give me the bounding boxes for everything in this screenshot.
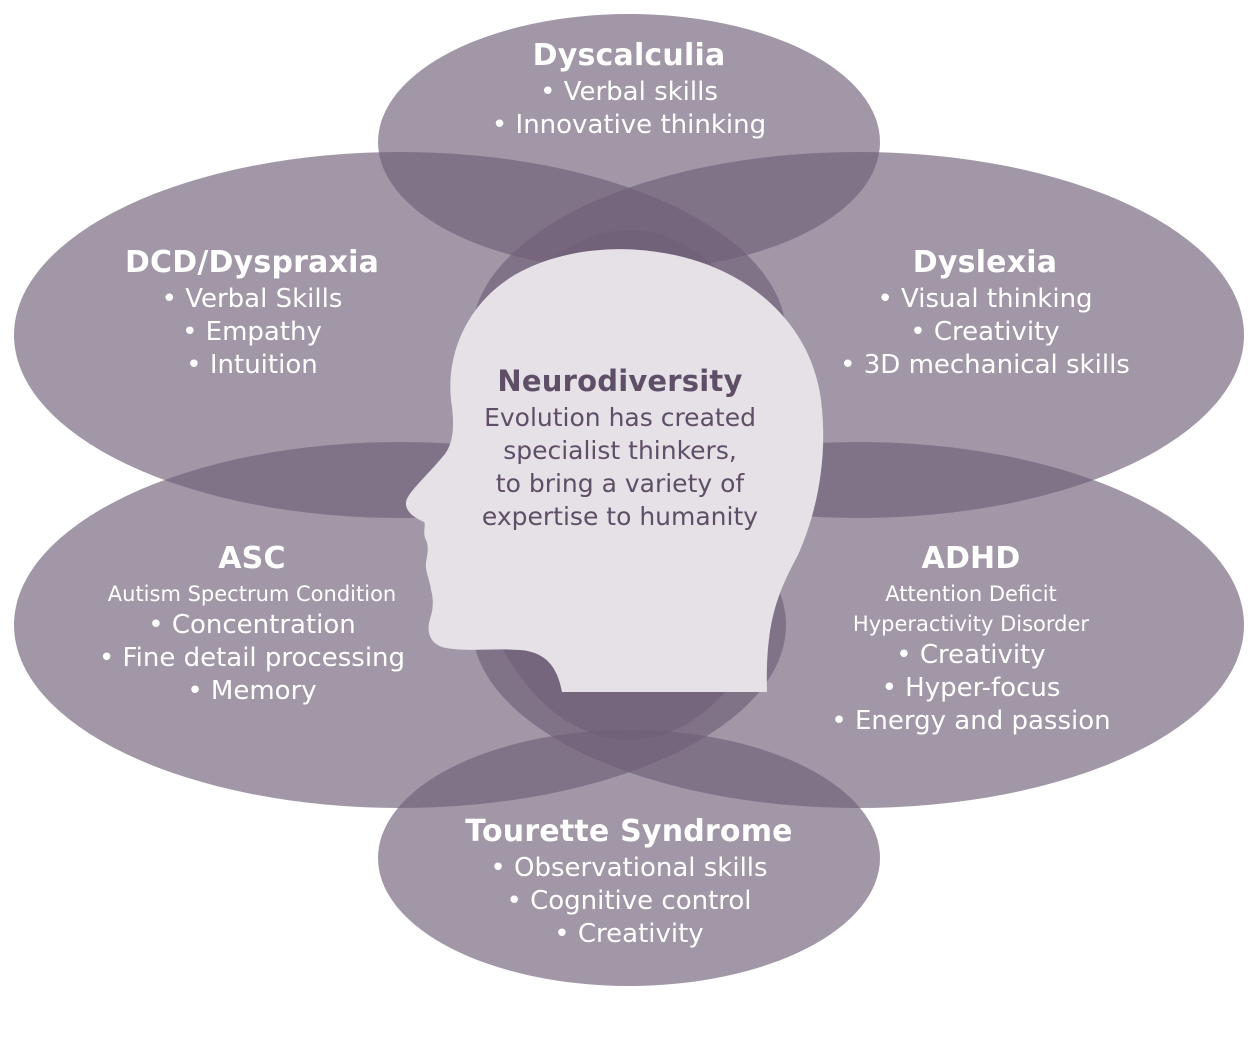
- strengths-list: • Concentration• Fine detail processing•…: [72, 609, 432, 708]
- subtitle-line: Hyperactivity Disorder: [852, 612, 1090, 636]
- center-title: Neurodiversity: [497, 364, 743, 398]
- strength-item: • Observational skills: [490, 853, 768, 883]
- condition-dyscalculia: Dyscalculia • Verbal skills• Innovative …: [379, 36, 879, 142]
- strength-item: • Intuition: [186, 350, 318, 380]
- head-silhouette-icon: [405, 249, 824, 693]
- center-text-line: Evolution has created: [484, 403, 756, 432]
- condition-tourette-syndrome: Tourette Syndrome • Observational skills…: [429, 812, 829, 951]
- condition-subtitle: Autism Spectrum Condition: [72, 579, 432, 609]
- center-neurodiversity: Neurodiversity Evolution has created spec…: [445, 361, 795, 533]
- strength-item: • Empathy: [182, 317, 322, 347]
- strength-item: • Creativity: [910, 317, 1060, 347]
- strength-item: • Concentration: [148, 610, 356, 640]
- strength-item: • Creativity: [554, 919, 704, 949]
- condition-title: Dyslexia: [912, 245, 1058, 280]
- strength-item: • Verbal skills: [540, 77, 718, 107]
- condition-dcd-dyspraxia: DCD/Dyspraxia • Verbal Skills• Empathy• …: [52, 243, 452, 382]
- center-description: Evolution has created specialist thinkers…: [445, 401, 795, 533]
- subtitle-line: Attention Deficit: [885, 582, 1057, 606]
- strength-item: • Visual thinking: [877, 284, 1093, 314]
- strengths-list: • Creativity• Hyper-focus• Energy and pa…: [791, 639, 1151, 738]
- condition-title: Tourette Syndrome: [465, 814, 793, 849]
- strength-item: • Innovative thinking: [491, 110, 767, 140]
- strengths-list: • Visual thinking• Creativity• 3D mechan…: [805, 283, 1165, 382]
- strength-item: • Cognitive control: [506, 886, 752, 916]
- strength-item: • Fine detail processing: [98, 643, 406, 673]
- center-text-line: to bring a variety of: [495, 469, 745, 498]
- strength-item: • Verbal Skills: [161, 284, 343, 314]
- subtitle-line: Autism Spectrum Condition: [107, 582, 397, 606]
- center-text-line: expertise to humanity: [481, 502, 759, 531]
- condition-dyslexia: Dyslexia • Visual thinking• Creativity• …: [805, 243, 1165, 382]
- center-text-line: specialist thinkers,: [503, 436, 737, 465]
- strengths-list: • Verbal Skills• Empathy• Intuition: [52, 283, 452, 382]
- strength-item: • 3D mechanical skills: [840, 350, 1130, 380]
- strength-item: • Hyper-focus: [881, 673, 1061, 703]
- strength-item: • Creativity: [896, 640, 1046, 670]
- condition-title: ADHD: [921, 541, 1021, 576]
- condition-title: ASC: [218, 541, 286, 576]
- strength-item: • Memory: [187, 676, 317, 706]
- ellipse-tourette: [378, 730, 880, 986]
- strengths-list: • Observational skills• Cognitive contro…: [429, 852, 829, 951]
- strengths-list: • Verbal skills• Innovative thinking: [379, 76, 879, 142]
- condition-title: Dyscalculia: [532, 38, 726, 73]
- strength-item: • Energy and passion: [831, 706, 1111, 736]
- condition-title: DCD/Dyspraxia: [124, 245, 380, 280]
- condition-asc: ASC Autism Spectrum Condition • Concentr…: [72, 539, 432, 708]
